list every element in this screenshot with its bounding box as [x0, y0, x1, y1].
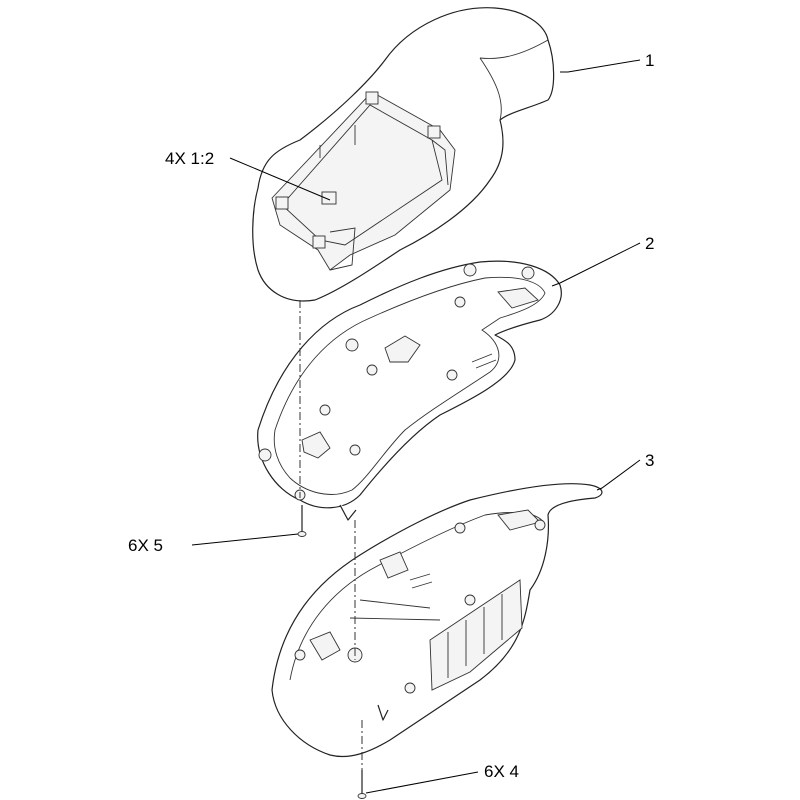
- callout-screws-5: 6X 5: [128, 536, 163, 555]
- callout-part-3: 3: [645, 451, 654, 470]
- screw-4: [357, 770, 367, 799]
- screw-5: [297, 505, 307, 537]
- part-1-top-cover: [252, 7, 555, 302]
- leader-lines: [191, 59, 641, 794]
- callout-part-2: 2: [645, 234, 654, 253]
- callout-part-1: 1: [645, 51, 654, 70]
- part-3-lower-base: [271, 483, 603, 758]
- callout-detail-4x: 4X 1:2: [165, 149, 214, 168]
- part-2-middle-frame: [257, 260, 562, 521]
- callout-screws-4: 6X 4: [484, 762, 519, 781]
